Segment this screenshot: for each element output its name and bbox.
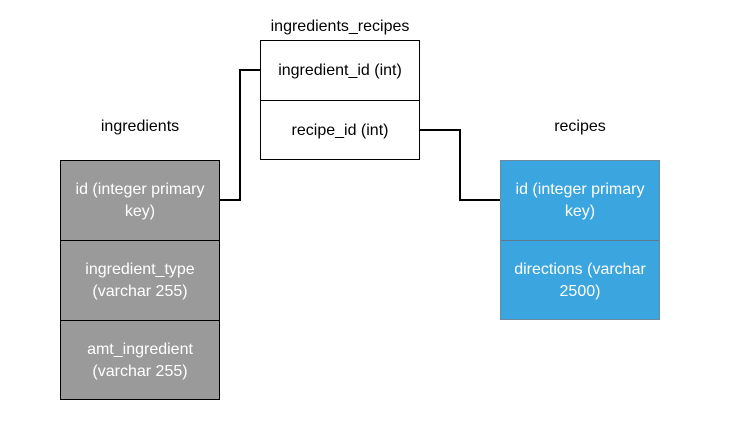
field-recipes-id[interactable]: id (integer primary key) xyxy=(515,180,645,220)
table-title-ingredients-recipes: ingredients_recipes xyxy=(270,18,410,35)
field-ingredients-id[interactable]: id (integer primary key) xyxy=(75,180,205,220)
connector-recipe-id xyxy=(420,129,500,201)
field-recipe-id[interactable]: recipe_id (int) xyxy=(261,100,419,160)
ingredients-table[interactable]: id (integer primary key) ingredient_type… xyxy=(60,160,220,400)
field-amt-ingredient[interactable]: amt_ingredient (varchar 255) xyxy=(61,320,219,400)
ingredients-recipes-table[interactable]: ingredient_id (int) recipe_id (int) xyxy=(260,40,420,160)
field-ingredient-type[interactable]: ingredient_type (varchar 255) xyxy=(61,240,219,320)
table-title-recipes: recipes xyxy=(554,118,606,135)
field-directions[interactable]: directions (varchar 2500) xyxy=(501,240,659,320)
recipes-table[interactable]: id (integer primary key) directions (var… xyxy=(500,160,660,320)
field-ingredient-id[interactable]: ingredient_id (int) xyxy=(278,61,402,79)
connector-ingredient-id xyxy=(220,69,260,201)
table-title-ingredients: ingredients xyxy=(100,118,180,135)
